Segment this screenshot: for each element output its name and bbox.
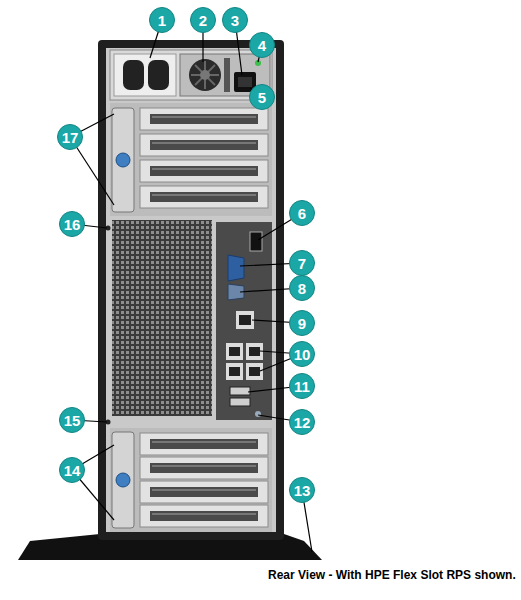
slot-cover [140, 108, 268, 130]
slot-cover [140, 433, 268, 455]
rj45-opening [229, 367, 240, 376]
callout-number: 1 [149, 7, 175, 33]
callout-number: 5 [249, 84, 275, 110]
thumb-screw [116, 153, 130, 167]
psu-bay [110, 50, 272, 100]
callout-number: 8 [289, 275, 315, 301]
callout-number: 6 [289, 200, 315, 226]
rj45-opening [239, 315, 251, 325]
fan-guard [191, 61, 219, 89]
ilo-port [236, 311, 254, 329]
slot-cover [140, 134, 268, 156]
rj45-opening [229, 347, 240, 356]
usb-port [230, 387, 250, 395]
slot-retainer [112, 432, 134, 528]
vent-grille [112, 220, 212, 416]
nic-port [226, 343, 243, 360]
callout-number: 4 [249, 32, 275, 58]
callout-number: 9 [289, 310, 315, 336]
lower-slot-cage [110, 428, 272, 532]
slot-cover [140, 457, 268, 479]
psu-blank-opening [148, 60, 169, 90]
leader-lines [70, 20, 312, 552]
callout-number: 10 [289, 341, 315, 367]
psu-handle [224, 58, 230, 92]
thumb-screw [116, 473, 130, 487]
rear-panel [106, 48, 276, 532]
tower-chassis [98, 40, 284, 540]
slot-cover [140, 186, 268, 208]
callout-number: 13 [289, 477, 315, 503]
callout-number: 7 [289, 250, 315, 276]
slot-cover [140, 481, 268, 503]
vga-port [228, 255, 244, 281]
psu-blank-opening [123, 60, 144, 90]
figure-caption: Rear View - With HPE Flex Slot RPS shown… [268, 568, 516, 582]
usb-port [230, 398, 250, 406]
callout-number: 2 [190, 7, 216, 33]
callout-number: 15 [59, 407, 85, 433]
callout-number: 3 [222, 7, 248, 33]
psu-fan [189, 59, 221, 91]
callout-number: 16 [59, 211, 85, 237]
slot-cover [140, 160, 268, 182]
power-inlet-socket [238, 77, 252, 87]
slot-retainer [112, 108, 134, 212]
display-port [250, 232, 262, 251]
uid-led [255, 411, 261, 417]
upper-slot-cage [110, 103, 272, 216]
nic-port [226, 363, 243, 380]
nic-port [246, 363, 263, 380]
fan-hub [200, 70, 210, 80]
rj45-opening [249, 347, 260, 356]
callout-number: 11 [289, 373, 315, 399]
rj45-opening [249, 367, 260, 376]
callout-number: 12 [289, 409, 315, 435]
slot-cover [140, 505, 268, 527]
callout-number: 17 [57, 124, 83, 150]
psu-blank [114, 54, 176, 96]
callout-number: 14 [59, 457, 85, 483]
